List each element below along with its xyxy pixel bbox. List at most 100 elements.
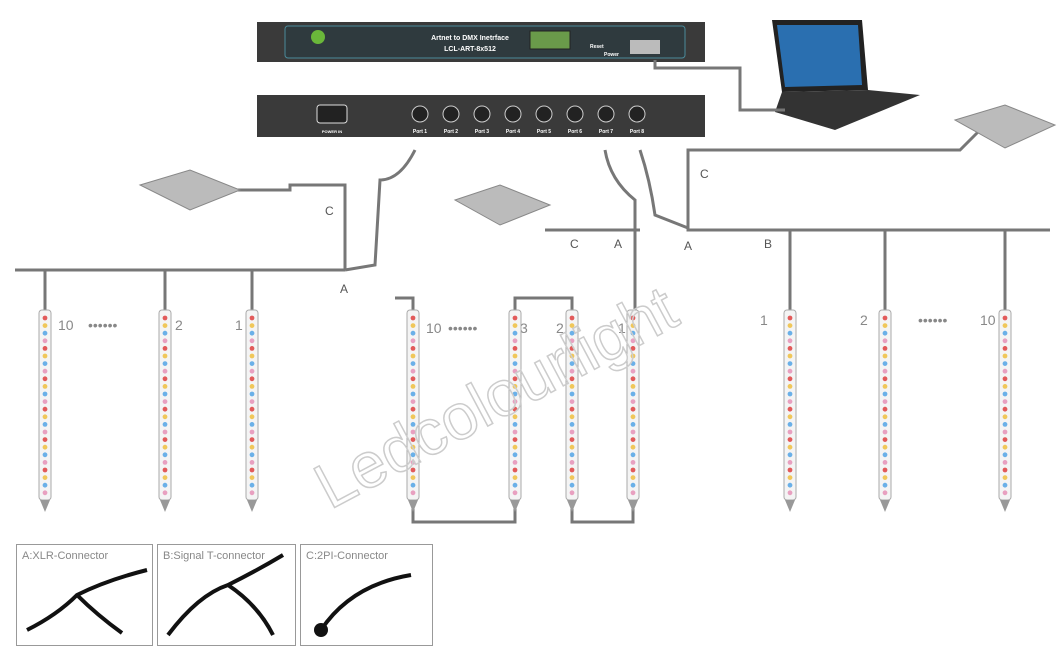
port-label: Port 2	[444, 129, 458, 135]
dmx-port	[628, 105, 646, 123]
tube-number: 1	[618, 320, 626, 336]
laptop	[772, 20, 920, 130]
led	[162, 422, 168, 427]
led	[249, 490, 255, 496]
led	[249, 368, 255, 374]
led	[512, 422, 518, 427]
led	[162, 384, 168, 389]
led	[569, 384, 575, 389]
led	[882, 467, 888, 473]
led	[630, 338, 636, 344]
led	[42, 315, 48, 321]
led	[882, 376, 888, 382]
led	[630, 482, 636, 488]
led	[630, 353, 636, 359]
led	[410, 429, 416, 435]
led	[787, 429, 793, 435]
led	[569, 399, 575, 404]
led	[512, 429, 518, 435]
connector-a-label: A	[614, 237, 622, 251]
led	[1002, 490, 1008, 496]
led	[162, 460, 168, 465]
led	[882, 346, 888, 351]
led-tube	[38, 309, 52, 512]
connector-c-label: C	[570, 237, 579, 251]
led	[162, 353, 168, 359]
led	[42, 452, 48, 458]
led	[787, 452, 793, 458]
dmx-port	[473, 105, 491, 123]
led	[162, 361, 168, 366]
led	[410, 490, 416, 496]
led	[787, 338, 793, 344]
device-model: LCL-ART-8x512	[444, 46, 496, 53]
led	[512, 467, 518, 473]
led	[249, 452, 255, 458]
led	[512, 444, 518, 450]
led	[569, 444, 575, 450]
led	[1002, 475, 1008, 480]
led	[882, 338, 888, 344]
led	[882, 444, 888, 450]
led	[512, 475, 518, 480]
led	[512, 399, 518, 404]
artnet-device-front: Artnet to DMX Inetrface LCL-ART-8x512 Re…	[257, 22, 705, 62]
led	[410, 376, 416, 382]
led	[787, 490, 793, 496]
tube-number: 3	[520, 320, 528, 336]
led	[410, 414, 416, 420]
led	[1002, 422, 1008, 427]
led	[249, 422, 255, 427]
led	[512, 391, 518, 397]
led	[882, 414, 888, 420]
led	[630, 346, 636, 351]
led-tube	[998, 309, 1012, 512]
led	[249, 361, 255, 366]
led	[1002, 330, 1008, 336]
device-title: Artnet to DMX Inetrface	[431, 35, 509, 42]
led	[882, 460, 888, 465]
led	[512, 368, 518, 374]
dmx-port	[597, 105, 615, 123]
led	[569, 460, 575, 465]
legend-label: A:XLR-Connector	[22, 550, 109, 562]
led	[512, 361, 518, 366]
led	[1002, 437, 1008, 442]
led	[569, 315, 575, 321]
led	[630, 452, 636, 458]
led	[1002, 391, 1008, 397]
port-label: Port 3	[475, 129, 489, 135]
led-tube	[245, 309, 259, 512]
led	[42, 368, 48, 374]
led	[630, 437, 636, 442]
led	[882, 406, 888, 412]
led	[630, 315, 636, 321]
led	[1002, 429, 1008, 435]
led	[162, 399, 168, 404]
led	[787, 368, 793, 374]
led	[787, 391, 793, 397]
led	[512, 353, 518, 359]
led-tube	[626, 309, 640, 512]
led	[630, 330, 636, 336]
led	[512, 482, 518, 488]
led	[42, 323, 48, 328]
dmx-port	[411, 105, 429, 123]
legend-xlr-connector: A:XLR-Connector	[16, 544, 153, 646]
led	[512, 376, 518, 382]
led-tube	[783, 309, 797, 512]
port-label: Port 5	[537, 129, 551, 135]
led	[162, 444, 168, 450]
led-tube	[158, 309, 172, 512]
led	[249, 467, 255, 473]
led	[42, 391, 48, 397]
led	[630, 406, 636, 412]
led	[249, 414, 255, 420]
led	[630, 467, 636, 473]
led	[882, 437, 888, 442]
led	[162, 376, 168, 382]
led	[569, 368, 575, 374]
led	[410, 437, 416, 442]
led	[787, 361, 793, 366]
